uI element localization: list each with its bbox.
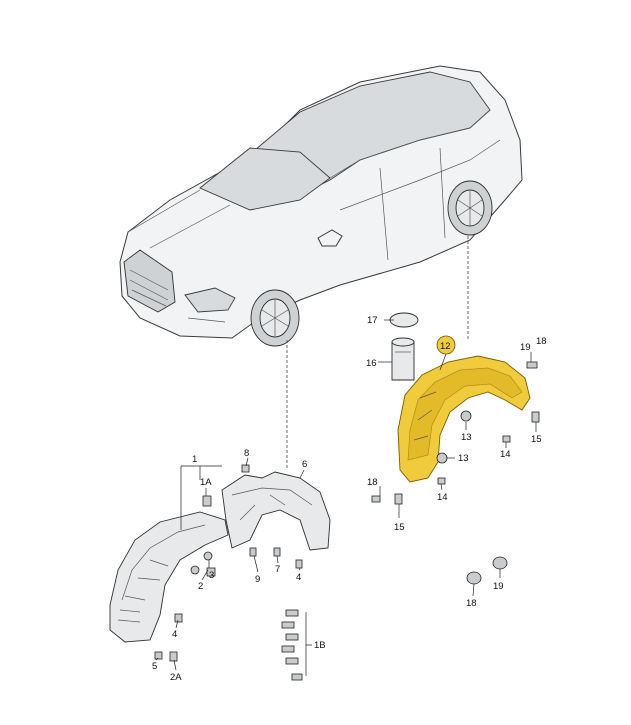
callout-14-a: 14 (500, 449, 511, 460)
callout-13-b: 13 (458, 453, 469, 464)
callout-4-a: 4 (172, 629, 177, 640)
callout-18-c: 18 (466, 598, 477, 609)
callout-1: 1 (192, 454, 197, 465)
fasteners (154, 361, 540, 681)
callout-7: 7 (275, 564, 280, 575)
callout-6: 6 (302, 459, 307, 470)
callout-15-a: 15 (531, 434, 542, 445)
callout-4-b: 4 (296, 572, 301, 583)
callout-13-a: 13 (461, 432, 472, 443)
callout-leaders (155, 319, 537, 676)
grommet-part-17 (389, 312, 419, 328)
callout-3: 3 (209, 570, 214, 581)
callout-19-a: 19 (520, 342, 531, 353)
callout-16: 16 (366, 358, 377, 369)
callout-15-b: 15 (394, 522, 405, 533)
callout-5: 5 (152, 661, 157, 672)
callout-18-a: 18 (536, 336, 547, 347)
rear-wheel-housing-liner (397, 355, 531, 483)
callout-19-b: 19 (493, 581, 504, 592)
callout-1a: 1A (200, 477, 212, 488)
callout-2: 2 (198, 581, 203, 592)
callout-2a: 2A (170, 672, 182, 683)
callout-12: 12 (440, 341, 451, 352)
front-wheel-housing-liner (109, 471, 331, 643)
callout-17: 17 (367, 315, 378, 326)
callout-8: 8 (244, 448, 249, 459)
callout-1b: 1B (314, 640, 326, 651)
callout-18-b: 18 (367, 477, 378, 488)
car-illustration (119, 65, 523, 347)
callout-12-badge (436, 335, 456, 355)
callout-9: 9 (255, 574, 260, 585)
sleeve-part-16 (391, 337, 415, 381)
callout-labels: 1 1A 1B 2 2A 3 4 4 5 6 7 8 9 12 13 13 14… (152, 315, 547, 683)
callout-14-b: 14 (437, 492, 448, 503)
